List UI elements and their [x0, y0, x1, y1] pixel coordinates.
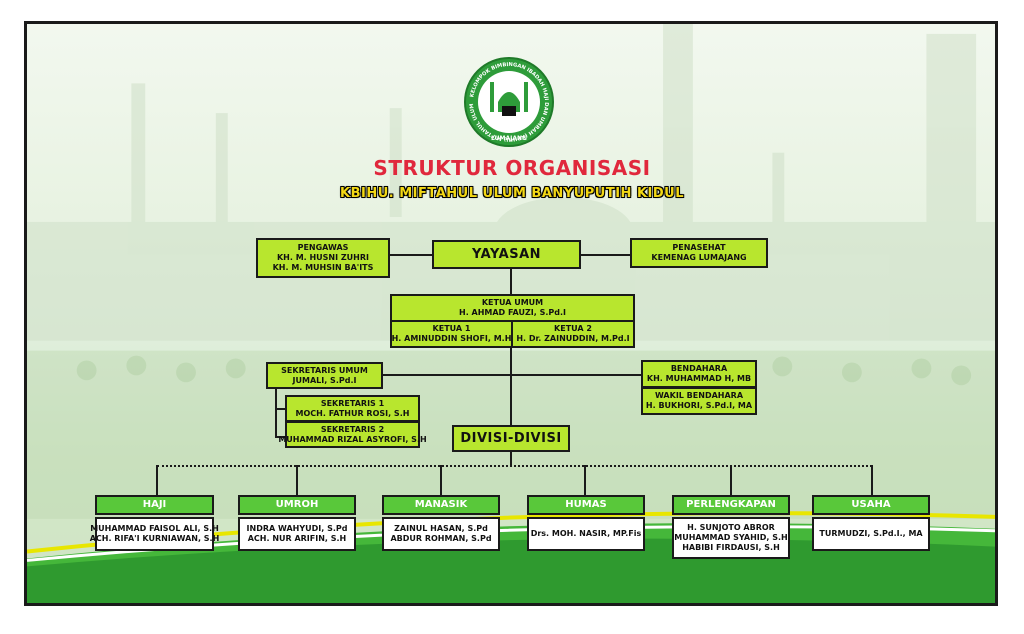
- connector: [275, 408, 286, 410]
- connector: [275, 436, 286, 438]
- connector: [510, 269, 512, 295]
- division-members: INDRA WAHYUDI, S.Pd ACH. NUR ARIFIN, S.H: [238, 517, 356, 551]
- connector: [584, 465, 586, 495]
- wakil-bendahara-role: WAKIL BENDAHARA: [654, 391, 744, 400]
- connector: [730, 465, 732, 495]
- connector: [275, 388, 277, 438]
- sekretaris-umum-name: JUMALI, S.Pd.I: [292, 375, 357, 385]
- sekretaris-1-name: MOCH. FATHUR ROSI, S.H: [295, 408, 410, 418]
- chart-title: STRUKTUR ORGANISASI: [373, 156, 651, 180]
- division-member: H. SUNJOTO ABROR: [687, 523, 775, 532]
- division-header: USAHA: [812, 495, 930, 515]
- division-member: MUHAMMAD FAISOL ALI, S.H: [90, 524, 219, 533]
- organization-logo: KELOMPOK BIMBINGAN IBADAH HAJI DAN UMRAH…: [464, 57, 554, 147]
- division-header: MANASIK: [382, 495, 500, 515]
- division-header: HAJI: [95, 495, 214, 515]
- sekretaris-2-box: SEKRETARIS 2 MUHAMMAD RIZAL ASYROFI, S.H: [278, 421, 427, 448]
- connector: [156, 465, 158, 495]
- division-members: ZAINUL HASAN, S.Pd ABDUR ROHMAN, S.Pd: [382, 517, 500, 551]
- connector: [510, 451, 512, 465]
- ketua-umum-name: H. AHMAD FAUZI, S.Pd.I: [459, 308, 566, 317]
- connector: [440, 465, 442, 495]
- penasehat-box: PENASEHAT KEMENAG LUMAJANG: [630, 238, 768, 268]
- division-header: UMROH: [238, 495, 356, 515]
- division-header: HUMAS: [527, 495, 645, 515]
- penasehat-role: PENASEHAT: [672, 243, 726, 252]
- ketua-2-name: H. Dr. ZAINUDDIN, M.Pd.I: [516, 334, 630, 343]
- ketua-2-box: KETUA 2 H. Dr. ZAINUDDIN, M.Pd.I: [511, 320, 635, 348]
- sekretaris-umum-box: SEKRETARIS UMUM JUMALI, S.Pd.I: [266, 362, 383, 389]
- division-member: ZAINUL HASAN, S.Pd: [394, 524, 488, 533]
- bendahara-box: BENDAHARA KH. MUHAMMAD H, MB: [641, 360, 757, 388]
- wakil-bendahara-name: H. BUKHORI, S.Pd.I, MA: [645, 401, 753, 410]
- pengawas-member: KH. M. HUSNI ZUHRI: [276, 253, 370, 262]
- ketua-umum-box: KETUA UMUM H. AHMAD FAUZI, S.Pd.I: [390, 294, 635, 322]
- connector: [296, 465, 298, 495]
- connector: [580, 254, 630, 256]
- bendahara-name: KH. MUHAMMAD H, MB: [646, 374, 752, 383]
- ketua-1-role: KETUA 1: [432, 324, 471, 333]
- svg-text:LUMAJANG: LUMAJANG: [491, 135, 527, 142]
- sekretaris-1-role: SEKRETARIS 1: [320, 398, 385, 408]
- division-connector: [157, 465, 872, 467]
- connector: [510, 347, 512, 427]
- connector: [871, 465, 873, 495]
- divisi-box: DIVISI-DIVISI: [452, 425, 570, 452]
- division-member: Drs. MOH. NASIR, MP.Fis: [530, 529, 642, 538]
- wakil-bendahara-box: WAKIL BENDAHARA H. BUKHORI, S.Pd.I, MA: [641, 387, 757, 415]
- ketua-1-box: KETUA 1 H. AMINUDDIN SHOFI, M.H: [390, 320, 513, 348]
- ketua-2-role: KETUA 2: [554, 324, 592, 333]
- chart-subtitle: KBIHU. MIFTAHUL ULUM BANYUPUTIH KIDUL: [340, 186, 684, 201]
- kaaba-icon: [502, 106, 516, 116]
- ketua-umum-role: KETUA UMUM: [481, 298, 544, 307]
- yayasan-box: YAYASAN: [432, 240, 581, 269]
- sekretaris-1-box: SEKRETARIS 1 MOCH. FATHUR ROSI, S.H: [285, 395, 420, 422]
- division-members: Drs. MOH. NASIR, MP.Fis: [527, 517, 645, 551]
- sekretaris-2-role: SEKRETARIS 2: [320, 424, 385, 434]
- connector: [383, 374, 642, 376]
- penasehat-member: KEMENAG LUMAJANG: [651, 253, 747, 262]
- ketua-1-name: H. AMINUDDIN SHOFI, M.H: [391, 334, 512, 343]
- division-member: ACH. NUR ARIFIN, S.H: [247, 534, 347, 543]
- sekretaris-umum-role: SEKRETARIS UMUM: [281, 365, 368, 375]
- division-header: PERLENGKAPAN: [672, 495, 790, 515]
- division-member: HABIBI FIRDAUSI, S.H: [682, 543, 780, 552]
- pengawas-role: PENGAWAS: [297, 243, 349, 252]
- division-members: H. SUNJOTO ABROR MUHAMMAD SYAHID, S.H HA…: [672, 517, 790, 559]
- division-members: MUHAMMAD FAISOL ALI, S.H ACH. RIFA'I KUR…: [90, 517, 219, 551]
- division-member: ABDUR ROHMAN, S.Pd: [390, 534, 492, 543]
- connector: [389, 254, 433, 256]
- division-member: INDRA WAHYUDI, S.Pd: [246, 524, 348, 533]
- bendahara-role: BENDAHARA: [670, 364, 728, 373]
- pengawas-member: KH. M. MUHSIN BA'ITS: [272, 263, 374, 272]
- division-member: MUHAMMAD SYAHID, S.H: [674, 533, 788, 542]
- division-member: TURMUDZI, S.Pd.I., MA: [819, 529, 923, 538]
- division-members: TURMUDZI, S.Pd.I., MA: [812, 517, 930, 551]
- sekretaris-2-name: MUHAMMAD RIZAL ASYROFI, S.H: [278, 434, 427, 444]
- division-member: ACH. RIFA'I KURNIAWAN, S.H: [89, 534, 220, 543]
- pengawas-box: PENGAWAS KH. M. HUSNI ZUHRI KH. M. MUHSI…: [256, 238, 390, 278]
